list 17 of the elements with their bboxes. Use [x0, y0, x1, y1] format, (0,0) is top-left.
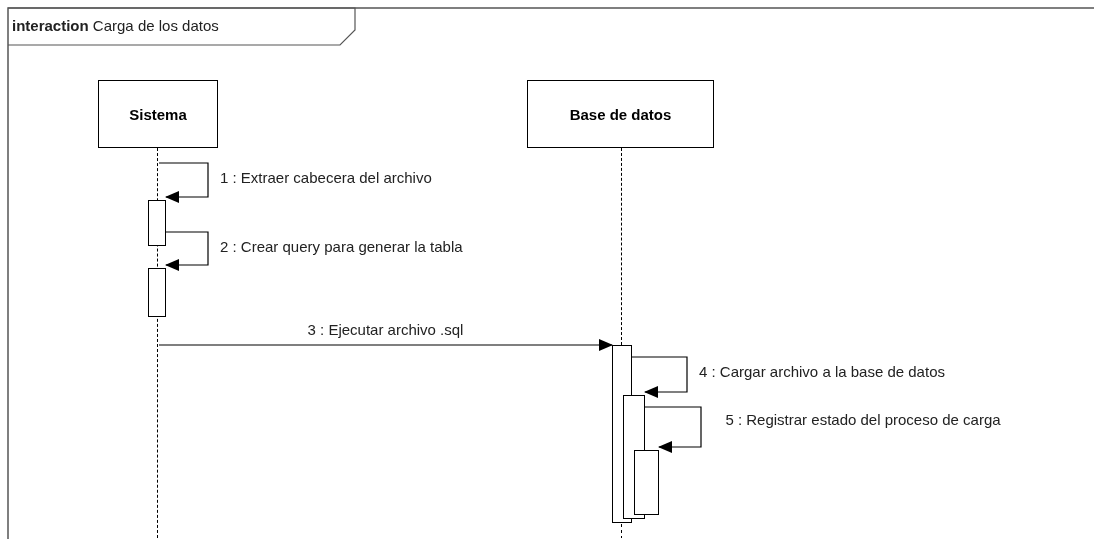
message-label: 4 : Cargar archivo a la base de datos	[699, 363, 945, 380]
message-label: 1 : Extraer cabecera del archivo	[220, 169, 432, 186]
lifeline-head: Sistema	[98, 80, 218, 148]
lifeline	[621, 148, 622, 345]
message-arrow	[644, 406, 702, 453]
message-label: 2 : Crear query para generar la tabla	[220, 238, 463, 255]
activation-bar	[634, 450, 659, 515]
activation-bar	[148, 200, 166, 246]
lifeline-head: Base de datos	[527, 80, 714, 148]
message-arrow	[631, 356, 688, 398]
message-arrow	[158, 339, 613, 351]
frame-title: interaction Carga de los datos	[12, 17, 219, 34]
activation-bar	[148, 268, 166, 317]
message-label: 5 : Registrar estado del proceso de carga	[724, 411, 1002, 428]
message-label: 3 : Ejecutar archivo .sql	[306, 321, 465, 338]
message-arrow	[158, 162, 209, 203]
message-arrow	[165, 231, 209, 271]
